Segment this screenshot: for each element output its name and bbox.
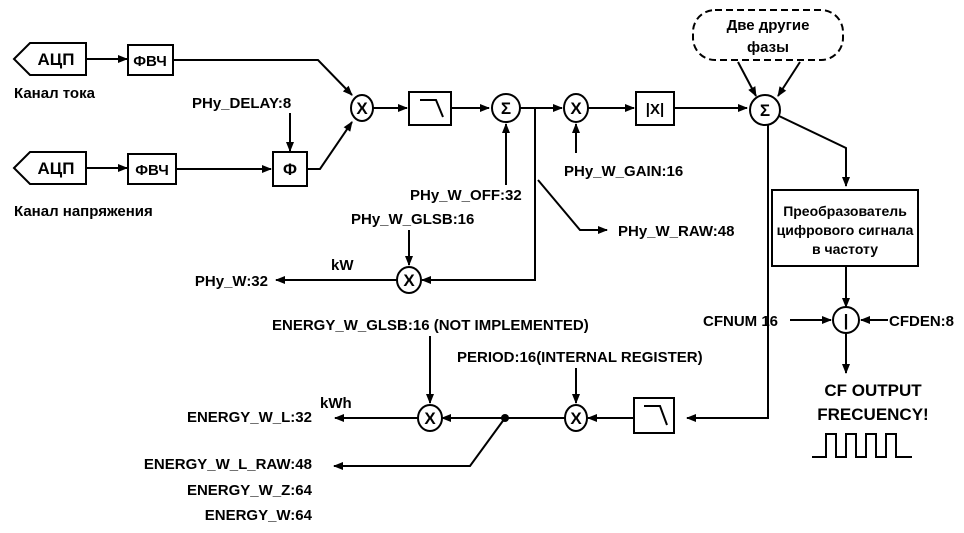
- converter-line3: в частоту: [812, 241, 878, 257]
- wire-phase-b-sum2: [737, 61, 757, 97]
- voltage-channel-label: Канал напряжения: [14, 203, 153, 220]
- cf-num-label: CFNUM 16: [703, 313, 778, 330]
- hpf-voltage-label: ФВЧ: [135, 162, 169, 179]
- current-channel-label: Канал тока: [14, 85, 96, 102]
- w-glsb-label: PHy_W_GLSB:16: [351, 211, 474, 228]
- converter-line1: Преобразователь: [783, 203, 907, 219]
- converter-line2: цифрового сигнала: [777, 222, 914, 238]
- wire-phase-c-sum2: [777, 61, 801, 97]
- other-phases-bubble: [692, 9, 844, 61]
- wire-sum1-wraw: [537, 179, 608, 234]
- adc-voltage-label: АЦП: [38, 159, 75, 178]
- cf-output-line1: CF OUTPUT: [824, 381, 922, 400]
- phase-delay-label: PHy_DELAY:8: [192, 95, 291, 112]
- hpf-voltage-block: [127, 153, 177, 185]
- energy-l-raw-label: ENERGY_W_L_RAW:48: [144, 456, 312, 473]
- lowpass-filter-2-icon: [644, 405, 668, 426]
- other-phases-line1: Две другие: [727, 17, 810, 34]
- hpf-current-label: ФВЧ: [133, 53, 167, 70]
- divider-symbol: |: [844, 311, 849, 330]
- w-gain-label: PHy_W_GAIN:16: [564, 163, 683, 180]
- energy-glsb-label: ENERGY_W_GLSB:16 (NOT IMPLEMENTED): [272, 317, 589, 334]
- summator-1-symbol: Σ: [501, 99, 511, 118]
- cf-output-line2: FRECUENCY!: [817, 405, 928, 424]
- summator-2: [749, 94, 781, 126]
- phase-shift-symbol: Φ: [283, 160, 297, 179]
- multiplier-power-symbol: X: [403, 271, 415, 290]
- multiplier-energy-symbol: X: [424, 409, 436, 428]
- hpf-current-block: [127, 44, 174, 76]
- wire-sum1-kwmult: [421, 108, 536, 284]
- kw-unit-label: kW: [331, 257, 354, 274]
- wire-sum2-converter: [778, 115, 850, 187]
- lowpass-filter-1-icon: [420, 99, 444, 118]
- w-off-label: PHy_W_OFF:32: [410, 187, 522, 204]
- wire-phase-mult1: [307, 121, 353, 170]
- wire-hpf1-mult1: [173, 59, 353, 96]
- lowpass-filter-2: [633, 397, 675, 434]
- multiplier-period-symbol: X: [570, 409, 582, 428]
- adc-current-label: АЦП: [38, 50, 75, 69]
- energy-z-label: ENERGY_W_Z:64: [187, 482, 313, 499]
- multiplier-1-symbol: X: [356, 99, 368, 118]
- energy-w-label: ENERGY_W:64: [205, 507, 313, 524]
- kwh-unit-label: kWh: [320, 395, 352, 412]
- cf-den-label: CFDEN:8: [889, 313, 954, 330]
- pulse-train-icon: [812, 433, 912, 458]
- wire-sum2-lpf2: [686, 125, 769, 422]
- period-label: PERIOD:16(INTERNAL REGISTER): [457, 349, 703, 366]
- other-phases-line2: фазы: [747, 39, 789, 56]
- abs-symbol: |X|: [646, 101, 664, 118]
- digital-to-frequency-converter: [771, 189, 919, 267]
- wire-junction-energy-raw: [333, 417, 506, 470]
- energy-l-label: ENERGY_W_L:32: [187, 409, 312, 426]
- lowpass-filter-1: [408, 91, 452, 126]
- w-raw-label: PHy_W_RAW:48: [618, 223, 734, 240]
- pw-label: PHy_W:32: [195, 273, 268, 290]
- summator-2-symbol: Σ: [760, 101, 770, 120]
- multiplier-2-symbol: X: [570, 99, 582, 118]
